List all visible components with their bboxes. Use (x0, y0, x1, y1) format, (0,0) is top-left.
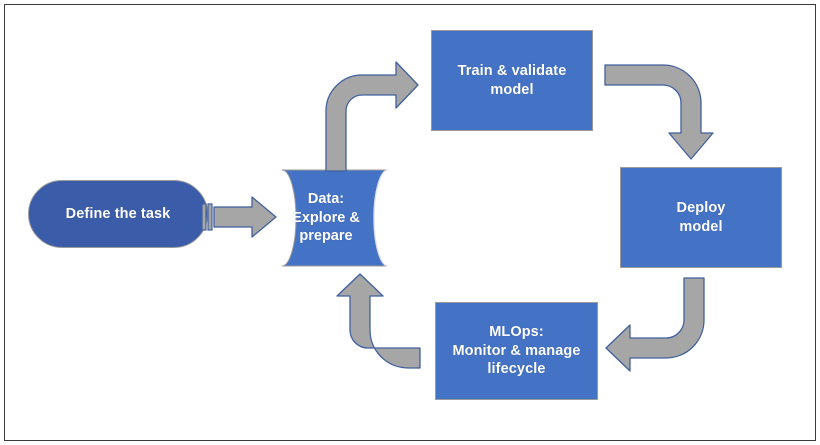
connector-data-to-train (325, 61, 419, 172)
node-mlops-monitor-manage-label: MLOps: Monitor & manage lifecycle (452, 324, 581, 378)
node-train-validate-model[interactable]: Train & validate model (431, 30, 593, 131)
node-define-task-label: Define the task (65, 205, 171, 222)
node-mlops-monitor-manage[interactable]: MLOps: Monitor & manage lifecycle (435, 302, 598, 400)
connector-mlops-to-data (336, 273, 421, 369)
connector-define-to-data (201, 196, 277, 238)
connector-deploy-to-mlops (605, 277, 705, 372)
cylinder-shape (281, 169, 389, 267)
connector-train-to-deploy (604, 64, 714, 160)
node-train-validate-model-label: Train & validate model (457, 62, 567, 98)
node-deploy-model-label: Deploy model (676, 199, 726, 235)
node-data-explore-prepare[interactable]: Data: Explore & prepare (268, 168, 410, 268)
node-define-task[interactable]: Define the task (28, 180, 208, 248)
node-deploy-model[interactable]: Deploy model (620, 167, 782, 268)
